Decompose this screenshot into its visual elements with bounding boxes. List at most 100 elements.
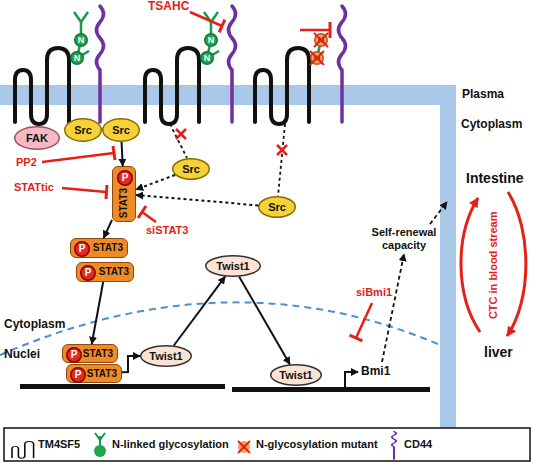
inhibition-bar <box>106 185 107 199</box>
tm4sf5-protein <box>145 48 199 124</box>
dna-strand <box>20 384 225 389</box>
protein-ellipse: Twist1 <box>205 255 261 277</box>
node-text: P <box>71 350 78 360</box>
inhibition-bar <box>138 206 146 218</box>
node-text: STAT3 <box>87 369 117 379</box>
inhibition-line <box>42 153 114 162</box>
cd44-protein <box>97 6 104 122</box>
inhibition-line <box>300 29 330 32</box>
plasma-membrane <box>440 85 456 430</box>
signal-arrow <box>136 175 175 190</box>
node-text: P <box>122 173 129 183</box>
protein-box: STAT3 P <box>62 344 118 363</box>
legend-box <box>4 428 530 461</box>
organ-label: Intestine <box>466 170 524 186</box>
inhibition-line <box>142 212 156 222</box>
signal-arrow <box>136 195 258 205</box>
kinase-ellipse: Src <box>172 158 210 180</box>
cd44-protein <box>339 6 346 122</box>
node-text: N <box>74 54 81 63</box>
mutation-cross <box>310 51 324 65</box>
mutation-cross <box>314 33 328 47</box>
shape-outline <box>67 347 82 362</box>
circulation-arrow <box>461 198 480 332</box>
cd44-protein <box>229 6 236 122</box>
glycosylation-site: N <box>70 51 84 65</box>
node-text: P <box>79 244 86 254</box>
mutant-site: N <box>314 33 328 47</box>
legend-sample <box>238 441 250 453</box>
dna-strand <box>232 387 430 392</box>
kinase-ellipse: Src <box>258 196 296 218</box>
legend-sample <box>12 442 34 459</box>
node-text: N <box>78 36 85 45</box>
inhibitor-name: TSAHC <box>148 0 189 14</box>
node-text: STAT3 <box>93 243 123 253</box>
phospho-circle: P <box>117 170 133 186</box>
phospho-circle: P <box>74 241 90 257</box>
signal-arrow <box>174 277 225 346</box>
legend-sample <box>392 431 396 459</box>
kinase-ellipse: Src <box>64 118 102 142</box>
inhibitor-name: STATtic <box>14 181 54 194</box>
block-cross <box>277 145 287 155</box>
kinase-ellipse: Src <box>102 118 140 142</box>
gene-name: Bmi1 <box>361 365 390 379</box>
block-cross <box>176 129 186 139</box>
inhibitor-name: siBmi1 <box>356 286 392 299</box>
node-text: N <box>314 54 321 63</box>
shape-outline <box>271 365 322 386</box>
node-text: Twist1 <box>279 370 312 381</box>
protein-ellipse: Twist1 <box>140 345 192 367</box>
node-text: STAT3 <box>83 349 113 359</box>
effect-arrow <box>382 254 404 362</box>
protein-ellipse: Twist1 <box>270 364 322 386</box>
node-text: STAT3 <box>99 267 129 277</box>
effect-arrow <box>430 202 447 224</box>
signal-arrow <box>239 277 290 365</box>
mutation-cross <box>314 33 328 47</box>
phospho-circle: P <box>66 347 82 363</box>
tm4sf5-protein <box>255 48 309 124</box>
phospho-circle: P <box>80 265 96 281</box>
compartment-label: Cytoplasm <box>4 318 65 332</box>
shape-outline <box>75 34 88 47</box>
glycosylation-site: N <box>204 33 218 47</box>
legend-sample <box>100 433 105 440</box>
shape-outline <box>173 159 210 180</box>
legend-text: N-linked glycosylation <box>112 438 229 450</box>
node-text: P <box>85 268 92 278</box>
signal-arrow <box>122 142 123 166</box>
inhibition-line <box>62 188 106 192</box>
node-text: Twist1 <box>216 261 249 272</box>
inhibition-line <box>190 12 222 26</box>
legend-text: N-glycosylation mutant <box>256 438 378 450</box>
circulation-arrow <box>507 192 526 336</box>
mutant-site: N <box>310 51 324 65</box>
legend-sample <box>238 441 250 453</box>
inhibitor-name: PP2 <box>16 156 37 169</box>
shape-outline <box>71 52 84 65</box>
protein-box: STAT3P <box>66 364 122 383</box>
node-text: Twist1 <box>149 351 182 362</box>
shape-outline <box>259 197 296 218</box>
inhibition-bar <box>350 335 363 341</box>
shape-outline <box>205 34 218 47</box>
block-cross <box>277 145 287 155</box>
shape-outline <box>65 119 102 142</box>
kinase-ellipse: FAK <box>14 126 60 150</box>
node-text: N <box>208 36 215 45</box>
node-text: Src <box>268 202 286 213</box>
shape-outline <box>81 266 96 281</box>
organ-label: liver <box>484 344 513 360</box>
legend-text: CD44 <box>404 438 432 450</box>
node-text: N <box>204 54 211 63</box>
outcome-label: Self-renewal capacity <box>370 226 438 251</box>
legend-sample <box>238 441 250 453</box>
shape-outline <box>206 256 261 277</box>
glycosylation-site: N <box>74 33 88 47</box>
inhibition-bar <box>329 22 332 38</box>
